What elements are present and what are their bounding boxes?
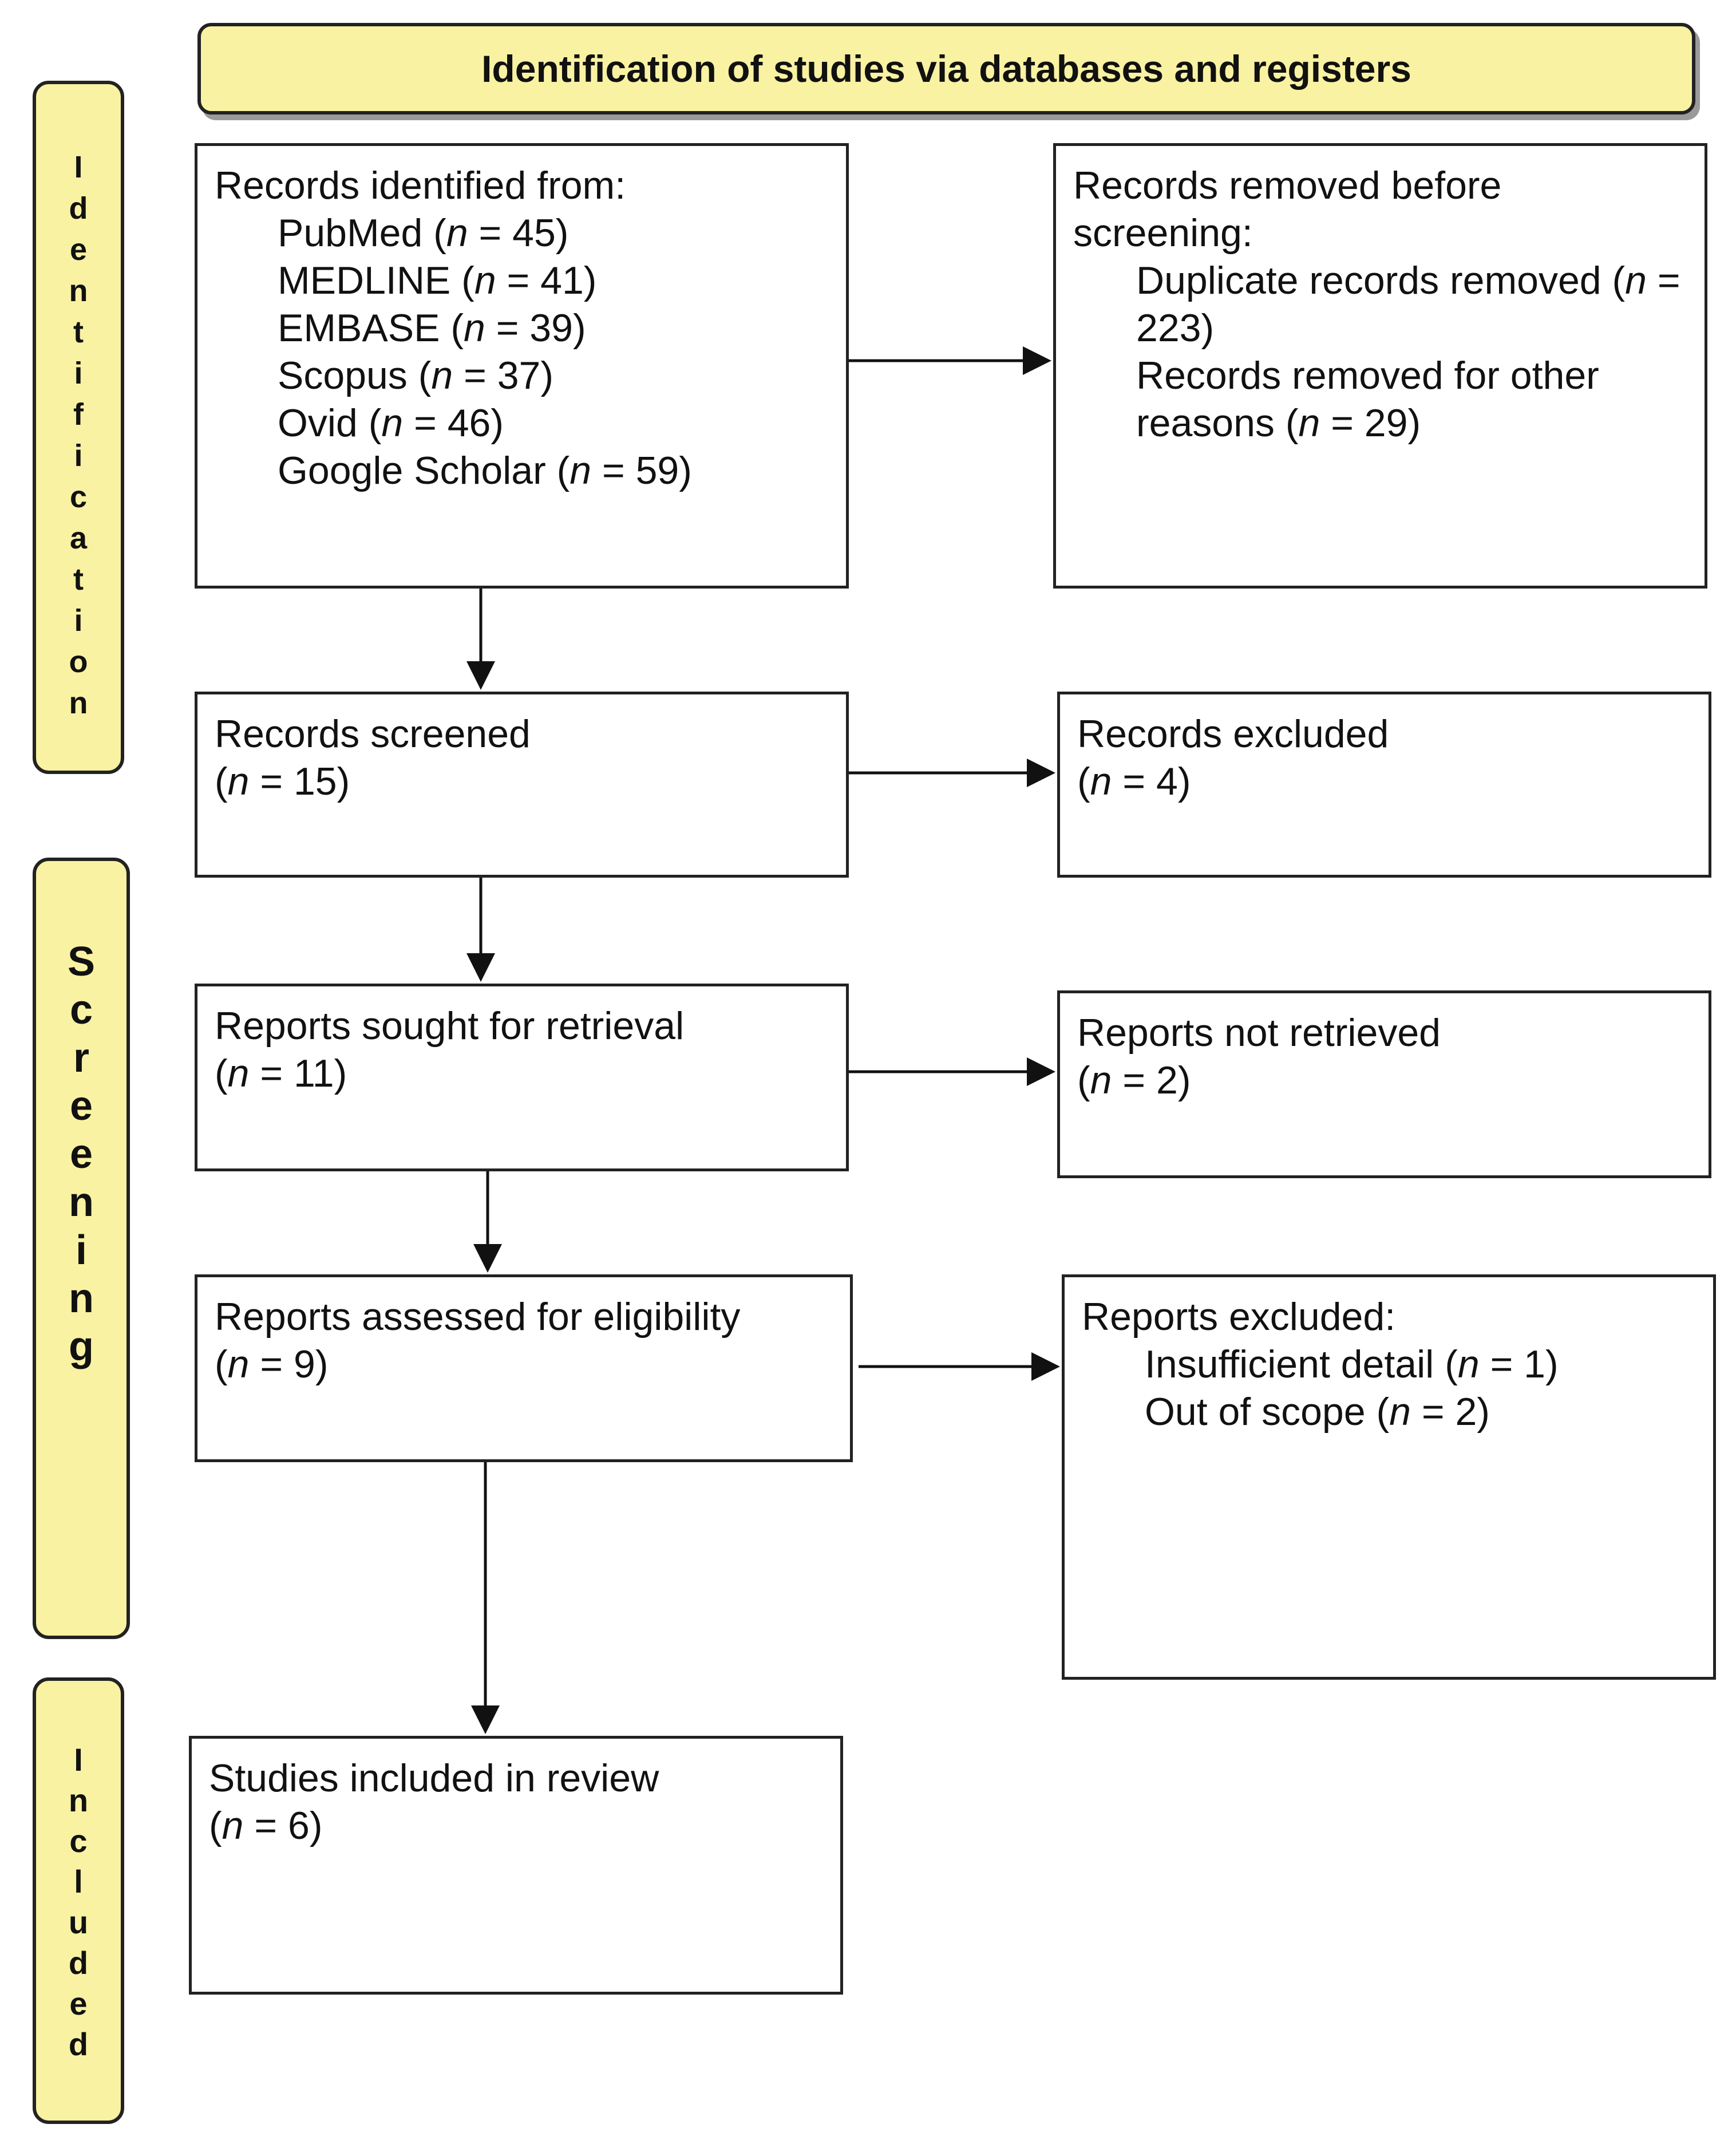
source-medline: MEDLINE (n = 41) — [278, 258, 597, 302]
phase-letter: c — [69, 987, 93, 1033]
phase-letter: e — [69, 1083, 93, 1129]
phase-letter: f — [73, 397, 84, 432]
phase-label-identification: I d e n t i f i c a t i o n — [33, 81, 124, 774]
diagram-header: Identification of studies via databases … — [197, 23, 1695, 115]
records-identified-heading: Records identified from: — [215, 164, 626, 207]
source-scopus: Scopus (n = 37) — [278, 353, 553, 397]
records-screened-box: Records screened (n = 15) — [195, 692, 849, 878]
header-title: Identification of studies via databases … — [481, 48, 1411, 90]
phase-letter: i — [74, 603, 83, 638]
phase-label-screening: S c r e e n i n g — [33, 858, 130, 1639]
source-pubmed: PubMed (n = 45) — [278, 211, 569, 255]
phase-letter: i — [74, 356, 83, 390]
records-identified-box: Records identified from: PubMed (n = 45)… — [195, 143, 849, 589]
reports-assessed-label: Reports assessed for eligibility — [215, 1295, 741, 1339]
studies-included-label: Studies included in review — [209, 1756, 659, 1800]
phase-letter: t — [73, 562, 84, 597]
phase-letter: c — [69, 1823, 88, 1859]
records-excluded-box: Records excluded (n = 4) — [1057, 692, 1711, 878]
reports-not-retrieved-count: (n = 2) — [1077, 1058, 1191, 1102]
phase-letter: g — [69, 1324, 94, 1369]
phase-letter: n — [69, 686, 88, 720]
source-ovid: Ovid (n = 46) — [278, 401, 504, 445]
reports-excluded-heading: Reports excluded: — [1082, 1295, 1396, 1339]
reports-sought-label: Reports sought for retrieval — [215, 1004, 685, 1048]
phase-letter: i — [75, 1227, 87, 1273]
records-excluded-count: (n = 4) — [1077, 759, 1191, 803]
phase-letter: t — [73, 315, 84, 349]
source-embase: EMBASE (n = 39) — [278, 306, 586, 350]
phase-letter: u — [68, 1904, 89, 1940]
records-screened-label: Records screened — [215, 712, 531, 756]
reports-not-retrieved-box: Reports not retrieved (n = 2) — [1057, 990, 1711, 1178]
records-removed-box: Records removed before screening: Duplic… — [1053, 143, 1707, 589]
other-reasons-removed: Records removed for other reasons (n = 2… — [1136, 353, 1599, 445]
reports-sought-count: (n = 11) — [215, 1051, 347, 1095]
phase-letter: a — [69, 521, 88, 555]
records-removed-heading: Records removed before screening: — [1073, 164, 1502, 255]
phase-letter: e — [69, 1985, 88, 2021]
phase-letter: d — [68, 1945, 89, 1981]
studies-included-count: (n = 6) — [209, 1803, 323, 1847]
phase-letter: I — [74, 150, 83, 184]
phase-letter: n — [69, 274, 88, 308]
phase-letter: o — [69, 645, 88, 679]
phase-letter: e — [69, 1131, 93, 1177]
phase-letter: r — [73, 1035, 90, 1081]
reports-excluded-box: Reports excluded: Insufficient detail (n… — [1062, 1274, 1716, 1680]
studies-included-box: Studies included in review (n = 6) — [189, 1736, 843, 1995]
phase-letter: I — [74, 1742, 83, 1778]
records-excluded-label: Records excluded — [1077, 712, 1389, 756]
reports-sought-box: Reports sought for retrieval (n = 11) — [195, 984, 849, 1171]
exclusion-reason: Insufficient detail (n = 1) — [1145, 1342, 1559, 1386]
phase-letter: e — [69, 232, 88, 267]
phase-letter: c — [69, 480, 88, 514]
phase-letter: i — [74, 439, 83, 473]
reports-not-retrieved-label: Reports not retrieved — [1077, 1011, 1441, 1055]
phase-letter: n — [69, 1276, 94, 1321]
phase-label-included: I n c l u d e d — [33, 1677, 124, 2124]
phase-letter: n — [69, 1179, 94, 1225]
phase-letter: S — [67, 939, 96, 985]
source-google-scholar: Google Scholar (n = 59) — [278, 448, 692, 492]
phase-letter: n — [68, 1782, 89, 1818]
phase-letter: d — [69, 191, 88, 226]
reports-assessed-count: (n = 9) — [215, 1342, 329, 1386]
phase-letter: d — [68, 2026, 89, 2062]
exclusion-reason: Out of scope (n = 2) — [1145, 1389, 1490, 1434]
records-screened-count: (n = 15) — [215, 759, 350, 803]
reports-assessed-box: Reports assessed for eligibility (n = 9) — [195, 1274, 853, 1462]
phase-letter: l — [74, 1863, 83, 1900]
duplicates-removed: Duplicate records removed (n = 223) — [1136, 258, 1680, 350]
